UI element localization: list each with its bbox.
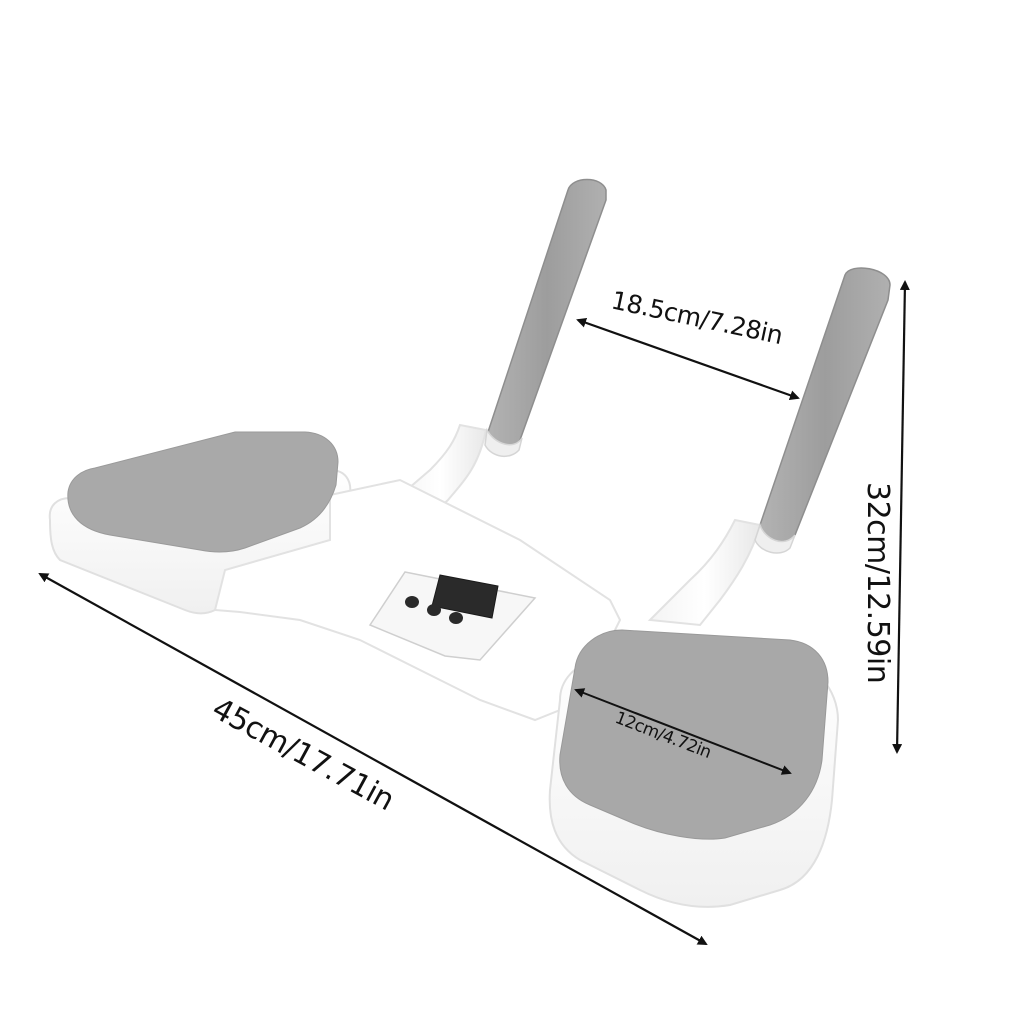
timer-button[interactable] [449,612,463,624]
left-handle [393,178,607,522]
left-handle-grip [487,178,607,448]
pad-width-arrow [574,688,792,775]
left-elbow-pad [67,431,339,553]
length-label: 45cm/17.71in [206,691,400,818]
right-elbow-pad [559,629,829,840]
height-arrow [892,280,910,754]
right-handle-tube [647,518,762,627]
dimension-lines [38,280,910,945]
length-arrow [38,573,708,945]
timer-button[interactable] [427,604,441,616]
handle-gap-arrow [576,317,800,401]
timer-button[interactable] [405,596,419,608]
height-label: 32cm/12.59in [860,482,895,683]
